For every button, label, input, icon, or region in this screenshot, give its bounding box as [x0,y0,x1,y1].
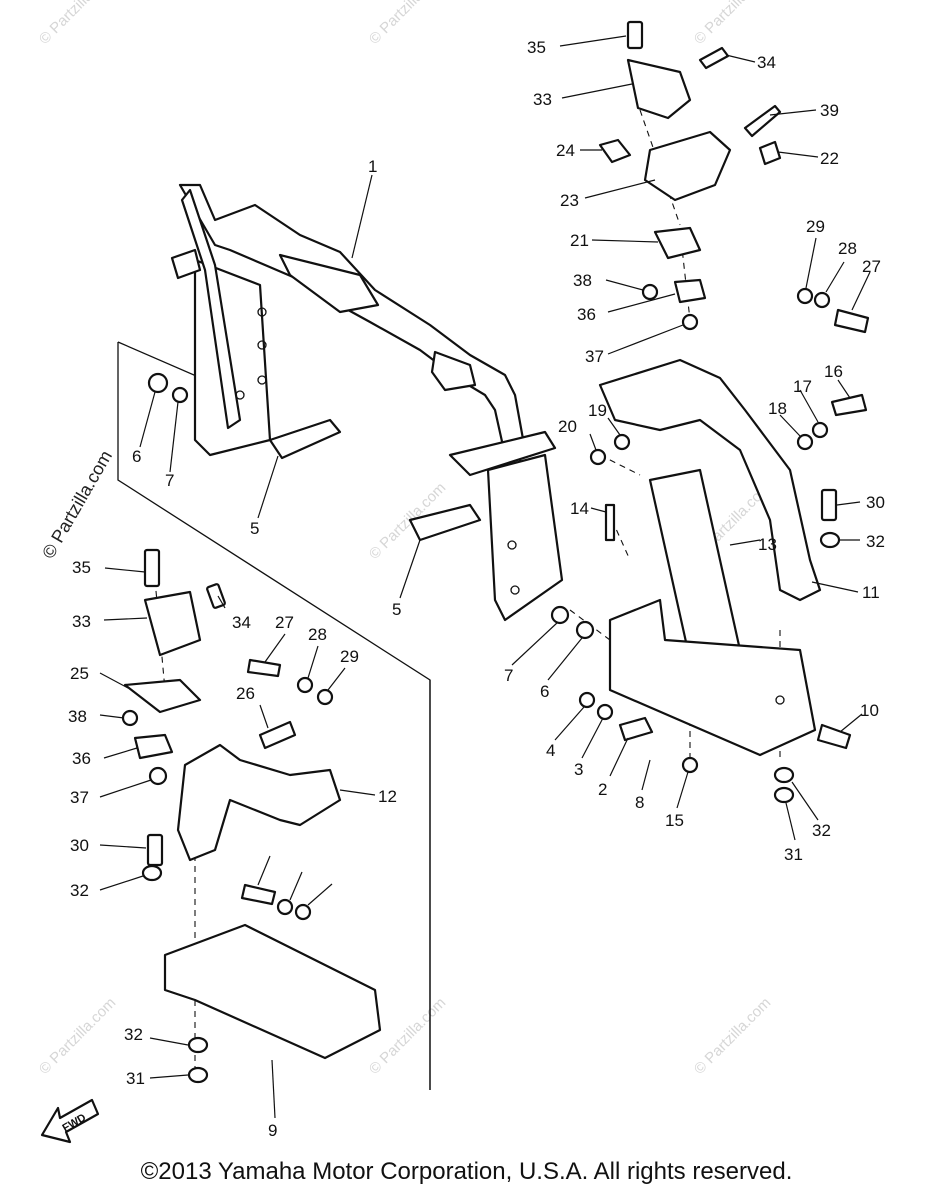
watermark: © Partzilla.com [366,0,449,48]
callout-33: 33 [533,90,552,109]
callout-37: 37 [585,347,604,366]
callout-32: 32 [124,1025,143,1044]
callout-12: 12 [378,787,397,806]
callout-31: 31 [784,845,803,864]
callout-9: 9 [268,1121,277,1140]
upper-right-hardware [598,20,782,331]
side-watermark: © Partzilla.com [38,447,116,562]
lower-left-assembly [121,548,382,1084]
callout-23: 23 [560,191,579,210]
callout-25: 25 [70,664,89,683]
callout-32: 32 [866,532,885,551]
callout-5: 5 [250,519,259,538]
callout-14: 14 [570,499,589,518]
callout-32: 32 [70,881,89,900]
callout-10: 10 [860,701,879,720]
main-frame-part-1 [170,183,564,622]
callout-35: 35 [72,558,91,577]
callout-2: 2 [598,780,607,799]
callout-15: 15 [665,811,684,830]
forward-arrow: FWD [40,1098,100,1144]
callout-7: 7 [165,471,174,490]
callout-30: 30 [866,493,885,512]
callout-5: 5 [392,600,401,619]
mounting-pins-part-5 [147,372,482,542]
watermark: © Partzilla.com [366,994,449,1077]
callout-16: 16 [824,362,843,381]
callout-34: 34 [757,53,776,72]
callout-1: 1 [368,157,377,176]
callout-31: 31 [126,1069,145,1088]
callout-11: 11 [862,583,880,602]
callout-28: 28 [308,625,327,644]
callout-labels: 1 2 3 4 5 5 6 6 7 7 8 9 10 11 12 13 14 1… [68,38,885,1140]
watermark: © Partzilla.com [36,994,119,1077]
callout-21: 21 [570,231,589,250]
callout-13: 13 [758,535,777,554]
right-bracket-assembly [550,287,870,804]
callout-36: 36 [72,749,91,768]
callout-6: 6 [540,682,549,701]
callout-37: 37 [70,788,89,807]
callout-27: 27 [862,257,881,276]
watermark: © Partzilla.com [691,994,774,1077]
callout-38: 38 [68,707,87,726]
callout-24: 24 [556,141,575,160]
watermark: © Partzilla.com [691,0,774,48]
callout-22: 22 [820,149,839,168]
callout-20: 20 [558,417,577,436]
callout-26: 26 [236,684,255,703]
callout-35: 35 [527,38,546,57]
callout-32: 32 [812,821,831,840]
callout-30: 30 [70,836,89,855]
callout-6: 6 [132,447,141,466]
callout-19: 19 [588,401,607,420]
callout-28: 28 [838,239,857,258]
copyright-notice: ©2013 Yamaha Motor Corporation, U.S.A. A… [140,1158,793,1185]
leader-lines [99,35,871,1119]
callout-38: 38 [573,271,592,290]
callout-29: 29 [340,647,359,666]
callout-17: 17 [793,377,812,396]
callout-33: 33 [72,612,91,631]
callout-34: 34 [232,613,251,632]
callout-8: 8 [635,793,644,812]
callout-36: 36 [577,305,596,324]
callout-27: 27 [275,613,294,632]
callout-29: 29 [806,217,825,236]
callout-4: 4 [546,741,555,760]
watermark: © Partzilla.com [36,0,119,48]
callout-3: 3 [574,760,583,779]
callout-18: 18 [768,399,787,418]
callout-7: 7 [504,666,513,685]
callout-39: 39 [820,101,839,120]
